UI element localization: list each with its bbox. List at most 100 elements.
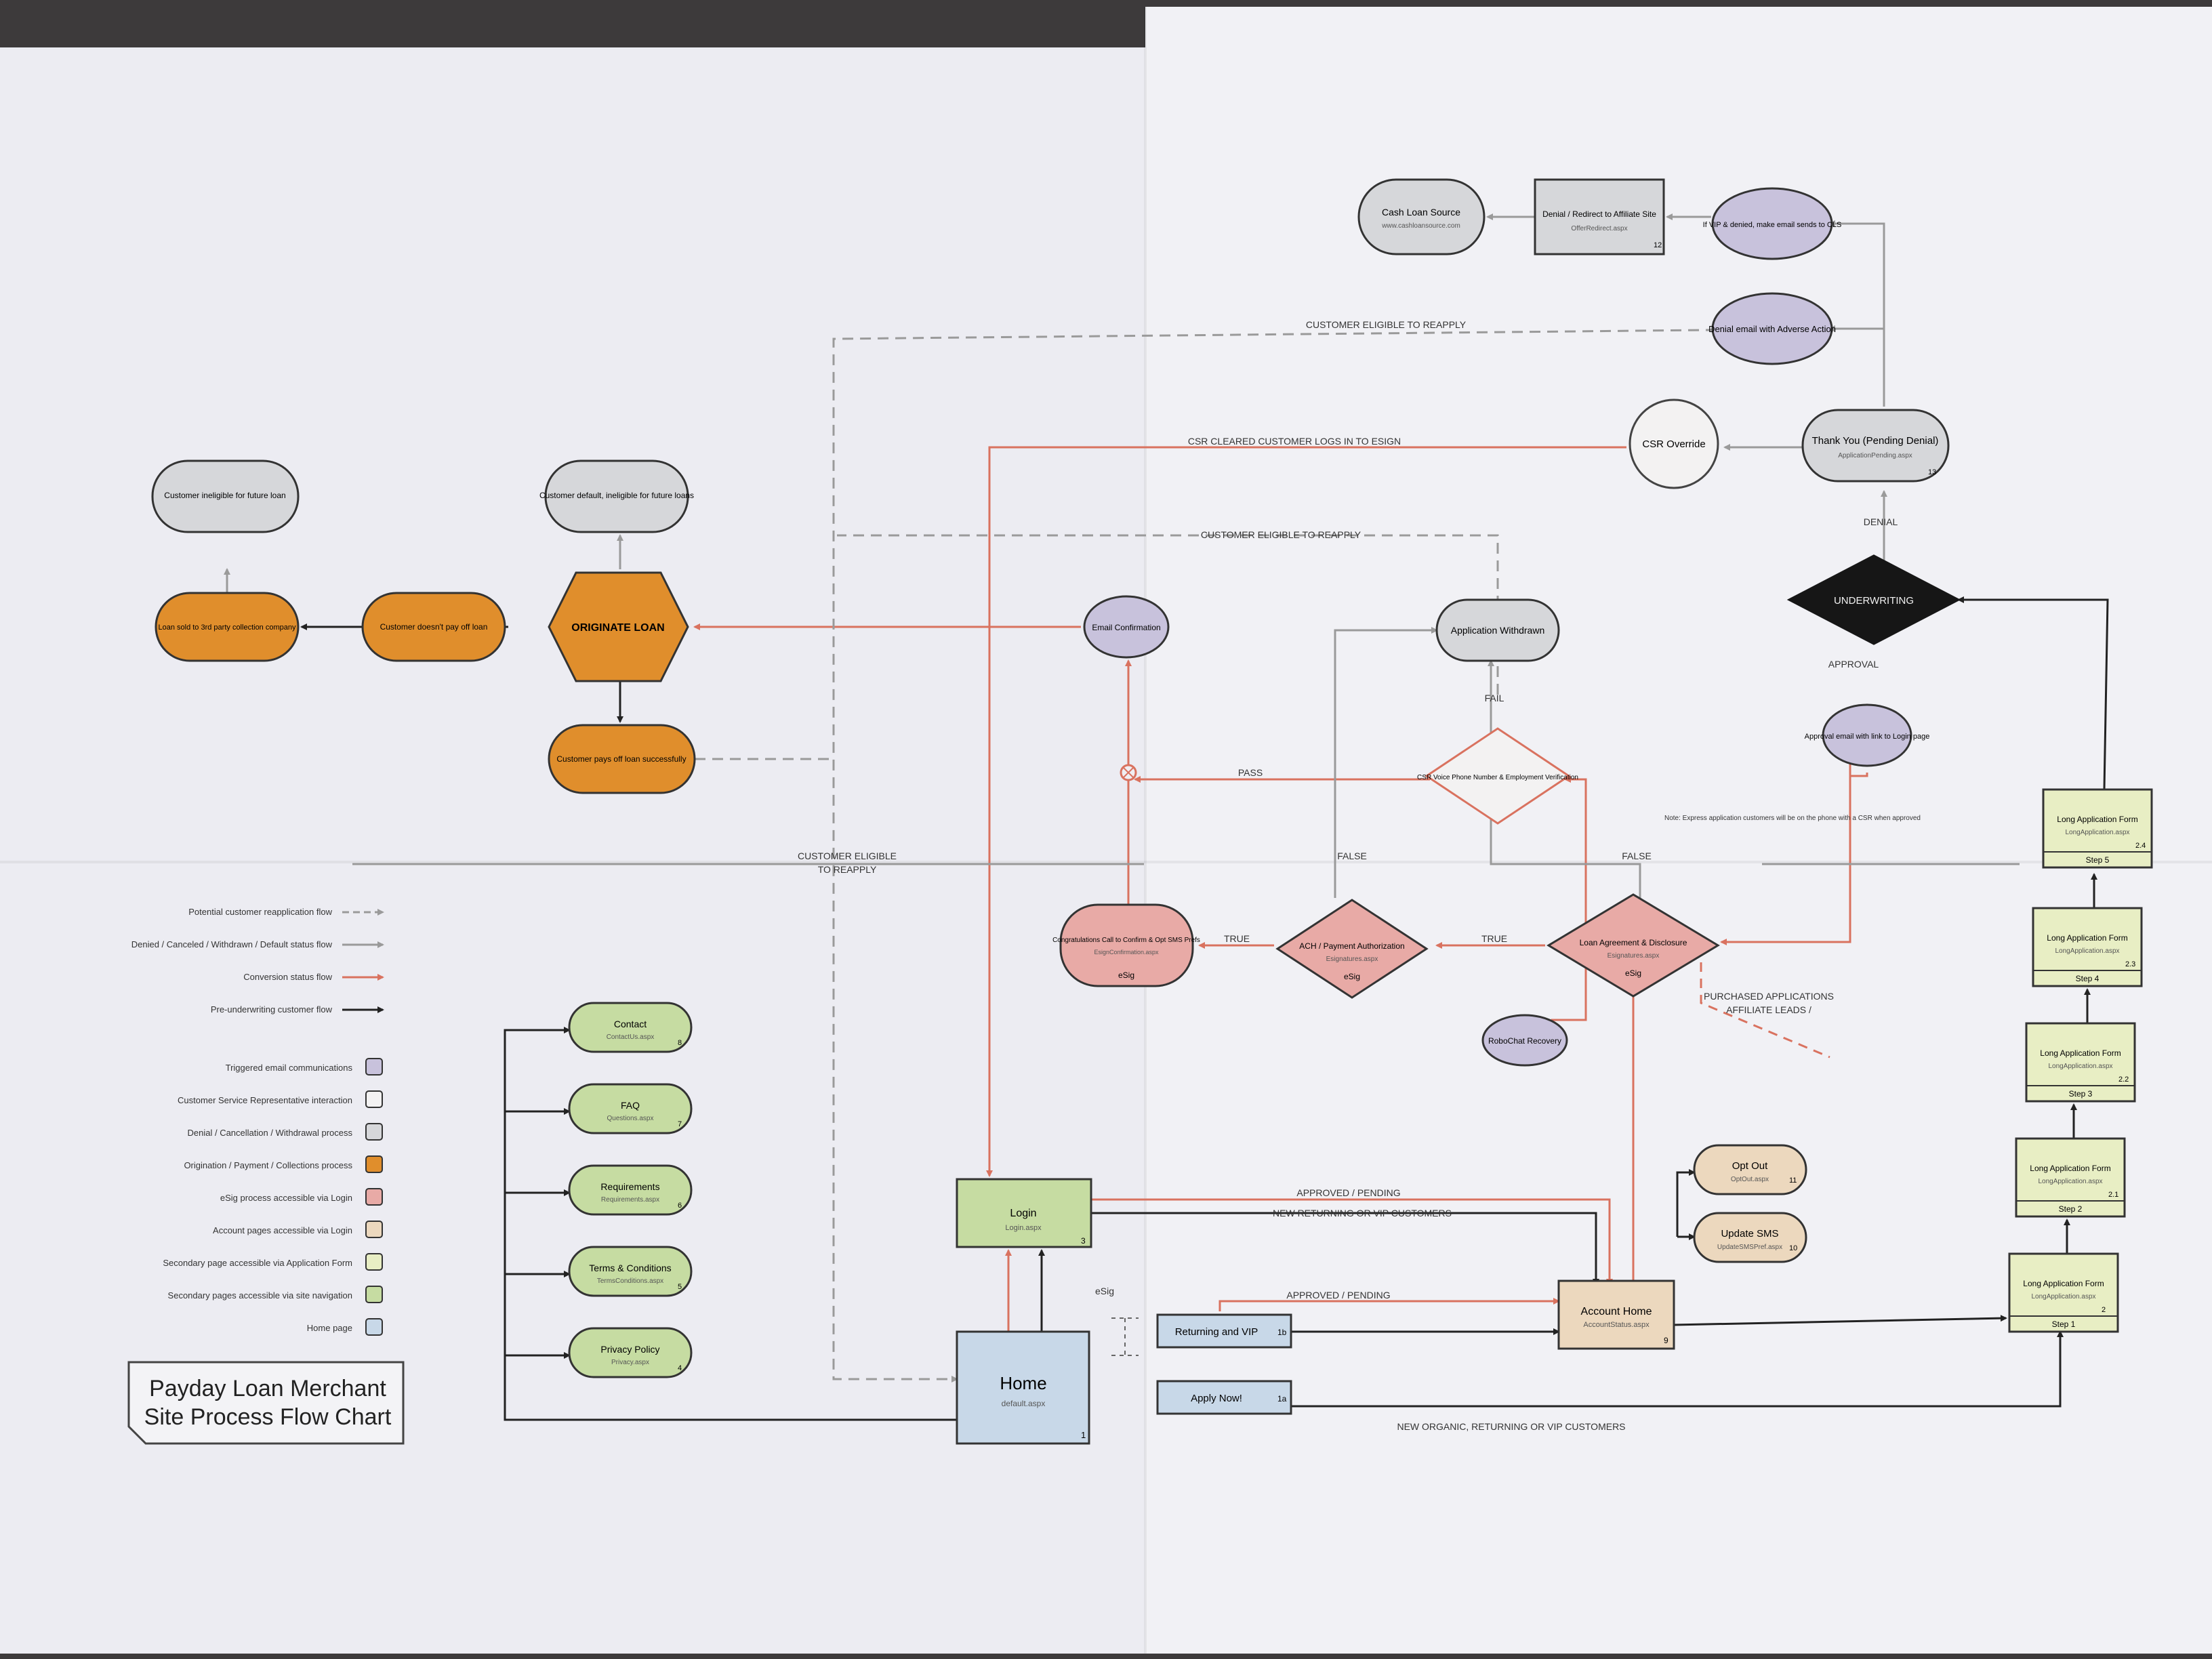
node-faq-num: 7 [678,1120,682,1128]
node-step5-label: Long Application Form [2057,815,2137,824]
label-approved-pending: APPROVED / PENDING [1296,1187,1400,1198]
node-home-num: 1 [1081,1430,1086,1440]
legend-label: eSig process accessible via Login [220,1193,352,1203]
node-approval-email-label: Approval email with link to Login page [1805,733,1930,741]
edge-gray-ach-false [1334,627,1438,898]
paper-fold-horizontal [0,861,2212,863]
node-apply-now-label: Apply Now! [1191,1393,1242,1404]
node-cash-loan-sub: www.cashloansource.com [1381,222,1460,230]
node-thank-you: Thank You (Pending Denial) ApplicationPe… [1801,409,1950,483]
node-originate: ORIGINATE LOAN [548,571,689,682]
legend-swatch [365,1221,383,1238]
node-step2-num: 2.1 [2108,1191,2118,1199]
legend-swatch [365,1318,383,1336]
legend-label: Origination / Payment / Collections proc… [184,1160,352,1170]
node-step3-label: Long Application Form [2040,1048,2121,1058]
label-true-1: TRUE [1481,933,1507,944]
legend-label: Account pages accessible via Login [213,1225,352,1235]
node-update-sms-label: Update SMS [1721,1228,1778,1240]
node-update-sms: Update SMS UpdateSMSPref.aspx 10 [1693,1212,1807,1263]
node-ach-payment-label: ACH / Payment Authorization [1299,941,1404,951]
edge-dashed-home-buttons [1111,1317,1139,1356]
edge-login-to-account [1091,1212,1599,1286]
node-step1-tag: Step 1 [2052,1319,2076,1329]
node-contact-num: 8 [678,1039,682,1047]
node-pays-off-label: Customer pays off loan successfully [556,754,686,764]
edge-home-to-contact [504,1027,957,1421]
legend-swatch [365,1123,383,1141]
label-pass: PASS [1238,767,1263,778]
node-step5-num: 2.4 [2135,842,2146,850]
node-privacy-sub: Privacy.aspx [611,1359,649,1366]
node-app-withdrawn: Application Withdrawn [1435,598,1560,662]
node-opt-out-label: Opt Out [1732,1160,1768,1172]
edge-labels: NEW ORGANIC, RETURNING OR VIP CUSTOMERS … [798,319,1921,1432]
node-apply-now: Apply Now! 1a [1156,1380,1292,1415]
node-ach-payment: eSig ACH / Payment Authorization Esignat… [1275,899,1429,999]
node-returning-vip-label: Returning and VIP [1175,1326,1258,1338]
node-denial-redirect: Denial / Redirect to Affiliate Site Offe… [1534,178,1665,255]
node-pays-off: Customer pays off loan successfully [548,724,696,794]
node-customer-default: Customer default, ineligible for future … [539,459,694,533]
node-faq-label: FAQ [621,1100,640,1111]
node-opt-out-sub: OptOut.aspx [1731,1176,1769,1183]
node-faq-sub: Questions.aspx [607,1115,654,1122]
node-step4-sub: LongApplication.aspx [2055,947,2119,955]
node-step2-tag: Step 2 [2059,1204,2083,1214]
edge-red-login-to-account [1091,1198,1613,1286]
node-loan-agreement: eSig Loan Agreement & Disclosure Esignat… [1547,893,1720,998]
label-eligible-low-2: TO REAPPLY [818,864,877,875]
edge-account-to-step1 [1673,1315,2007,1326]
label-eligible-low-1: CUSTOMER ELIGIBLE [798,851,897,861]
node-returning-vip-num: 1b [1277,1328,1287,1337]
node-opt-out: Opt Out OptOut.aspx 11 [1693,1144,1807,1195]
label-new-returning: NEW RETURNING OR VIP CUSTOMERS [1273,1208,1452,1218]
node-congrats: eSig Congratulations Call to Confirm & O… [1052,903,1200,987]
legend-swatch [365,1188,383,1206]
label-eligible-top: CUSTOMER ELIGIBLE TO REAPPLY [1306,319,1467,330]
node-ineligible-label: Customer ineligible for future loan [164,491,285,500]
node-update-sms-sub: UpdateSMSPref.aspx [1717,1244,1782,1251]
title-box [127,1361,405,1445]
node-if-vip-label: If VIP & denied, make email sends to CLS [1703,221,1842,229]
node-congrats-label: Congratulations Call to Confirm & Opt SM… [1052,937,1200,944]
node-cash-loan-label: Cash Loan Source [1382,207,1460,218]
edge-red-returning-to-account [1218,1298,1560,1311]
node-thank-you-sub: ApplicationPending.aspx [1838,452,1912,459]
node-step4-label: Long Application Form [2047,933,2127,943]
node-email-confirmation: Email Confirmation [1083,595,1170,659]
node-login-label: Login [1010,1208,1036,1219]
node-terms-label: Terms & Conditions [589,1263,671,1273]
label-true-2: TRUE [1224,933,1250,944]
node-terms-sub: TermsConditions.aspx [597,1277,663,1285]
node-returning-vip: Returning and VIP 1b [1156,1313,1292,1349]
node-csr-voice: CSR Voice Phone Number & Employment Veri… [1417,727,1578,825]
node-third-party: Loan sold to 3rd party collection compan… [155,592,300,662]
node-requirements-num: 6 [678,1202,682,1210]
node-step3-tag: Step 3 [2069,1089,2093,1099]
node-congrats-tag: eSig [1118,970,1134,980]
node-loan-agreement-tag: eSig [1625,968,1641,978]
edge-red-csr-cleared [986,446,1626,1177]
node-cash-loan: Cash Loan Source www.cashloansource.com [1357,178,1486,255]
legend-label: Triggered email communications [226,1063,353,1073]
node-denial-email: Denial email with Adverse Action [1708,292,1836,365]
node-underwriting-label: UNDERWRITING [1834,595,1914,607]
legend-swatch [365,1090,383,1108]
label-fail: FAIL [1485,693,1504,703]
legend-flow-label: Pre-underwriting customer flow [211,1004,333,1015]
edge-red-junction-x [1123,767,1134,778]
legend-label: Secondary pages accessible via site navi… [168,1290,352,1300]
title-line-1: Payday Loan Merchant [149,1376,386,1401]
edge-applynow-to-step1 [1291,1330,2064,1408]
node-ineligible: Customer ineligible for future loan [151,459,300,533]
node-step1-label: Long Application Form [2023,1279,2104,1288]
node-csr-override: CSR Override [1629,398,1719,489]
node-home-label: Home [1000,1373,1046,1393]
